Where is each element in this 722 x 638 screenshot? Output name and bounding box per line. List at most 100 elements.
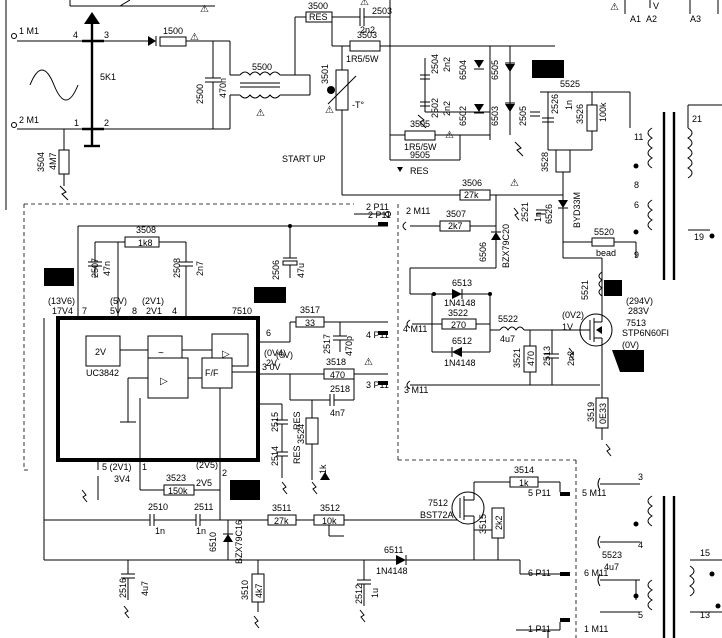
ac-sine-icon xyxy=(29,69,79,101)
ground-arrow-icon xyxy=(81,489,88,503)
d6506-value: BZX79C20 xyxy=(501,224,511,268)
pin1-number: 1 xyxy=(142,462,147,472)
pin-6m11: 6 M11 xyxy=(584,568,608,578)
top-right-connector: ⚠ V A1 A2 A3 xyxy=(610,0,719,24)
pin2-nominal: (2V5) xyxy=(196,460,218,470)
t7512-ref: 7512 xyxy=(428,498,448,508)
warning-symbol: ⚠ xyxy=(325,105,334,116)
input-filter: 1500 ⚠ 2500 470n 5500 ⚠ xyxy=(104,16,311,130)
optional-fet-7512: 7512 BST72A 3514 1k 3515 2k2 5 P11 5 M11… xyxy=(420,465,608,638)
r3507-value: 2k7 xyxy=(448,221,463,231)
ic-ref: 7510 xyxy=(232,306,252,316)
pin-2m1: 2 M1 xyxy=(19,115,39,125)
pin5-voltage2: 3V4 xyxy=(114,474,130,484)
r3514-value: 1k xyxy=(519,478,529,488)
l5500-ref: 5500 xyxy=(252,62,272,72)
ic-block-driver: ▷ xyxy=(222,349,230,360)
r3504-value: 4M7 xyxy=(48,152,58,170)
c2513-ref: 2513 xyxy=(542,346,552,366)
sk1-pin3: 3 xyxy=(104,30,109,40)
ic-supply: 3508 1k8 2507 47n 2508 2n7 2506 47u 2 P1… xyxy=(77,210,391,318)
ground-arrow-icon xyxy=(123,605,130,619)
c2518-ref: 2518 xyxy=(330,384,350,394)
ground-arrow-icon xyxy=(417,114,427,129)
l5525-ref: 5525 xyxy=(560,79,580,89)
l5523-value: 4u7 xyxy=(604,562,619,572)
ic-block-latch: F/F xyxy=(205,368,219,378)
ic-uc3842: (13V6) 17V4 7 (5V) 5V 8 (2V1) 2V1 4 7510… xyxy=(44,268,260,462)
r3503-value: 1R5/5W xyxy=(346,54,379,64)
c2526-ref: 2526 xyxy=(550,94,560,114)
d6511-value: 1N4148 xyxy=(376,566,408,576)
r3523-ref: 3523 xyxy=(166,473,186,483)
r3511-ref: 3511 xyxy=(272,503,291,513)
c2508-value: 2n7 xyxy=(195,261,205,276)
winding-5: 5 xyxy=(638,610,643,620)
l5522-ref: 5522 xyxy=(498,314,518,324)
winding-11: 11 xyxy=(634,132,643,142)
d6513-value: 1N4148 xyxy=(444,298,476,308)
r3528-ref: 3528 xyxy=(540,152,550,172)
t7513-value: STP6N60FI xyxy=(622,328,669,338)
c2502-value: 2n2 xyxy=(442,101,452,116)
c2505-ref: 2505 xyxy=(518,106,528,126)
d6506-ref: 6506 xyxy=(478,242,488,262)
r3500-value: RES xyxy=(309,12,328,22)
r3519-ref: 3519 xyxy=(586,402,596,422)
r3522-value: 270 xyxy=(451,320,466,330)
c2504-value: 2n2 xyxy=(442,57,452,72)
r3511-value: 27k xyxy=(274,516,289,526)
c2526-value: 1n xyxy=(564,100,574,110)
c2516-ref: 2516 xyxy=(118,578,128,598)
warning-symbol: ⚠ xyxy=(510,178,519,189)
ic-block-ref: 2V xyxy=(95,347,106,357)
c2506-value: 47u xyxy=(296,263,306,278)
r9505-ref: 9505 xyxy=(410,150,430,160)
ground-arrow-icon xyxy=(513,207,520,221)
winding-13: 13 xyxy=(700,610,710,620)
gate-network: 4 M11 6513 1N4148 3522 270 6512 1N4148 5… xyxy=(403,267,600,395)
winding-15: 15 xyxy=(700,548,710,558)
pin4-nominal: (2V1) xyxy=(142,296,164,306)
r3503-ref: 3503 xyxy=(357,30,377,40)
c2515-value: RES xyxy=(292,411,302,430)
ic-name: UC3842 xyxy=(86,368,119,378)
pin7-voltage: 17V4 xyxy=(52,306,73,316)
connector-v-label: V xyxy=(653,1,659,11)
pin4-voltage: 2V1 xyxy=(146,306,162,316)
r3521-ref: 3521 xyxy=(512,348,522,368)
pin6-voltage: 2V xyxy=(266,358,277,368)
r3518-ref: 3518 xyxy=(326,357,346,367)
connector-a1-label: A1 xyxy=(630,14,641,24)
c2511-value: 1n xyxy=(196,526,206,536)
sk1-pin1: 1 xyxy=(74,118,79,128)
r3510-ref: 3510 xyxy=(240,580,250,600)
r3500-ref: 3500 xyxy=(308,1,328,11)
pin-2p11-b: 2 P11 xyxy=(368,210,391,220)
pin-4m11: 4 M11 xyxy=(403,324,427,334)
source-nominal: (0V) xyxy=(622,340,639,350)
winding-3: 3 xyxy=(638,472,643,482)
r3526-value: 100k xyxy=(598,102,608,122)
d6513-ref: 6513 xyxy=(452,278,472,288)
pin-5m11: 5 M11 xyxy=(582,488,606,498)
winding-19: 19 xyxy=(694,232,704,242)
d6526-value: BYD33M xyxy=(572,192,582,228)
pin2-voltage: 2V5 xyxy=(196,478,212,488)
r3521-value: 470 xyxy=(526,351,536,366)
winding-21: 21 xyxy=(692,114,702,124)
bulk-capacitor-section: 2505 2526 1n 3526 100k 5525 3528 xyxy=(518,60,630,185)
t7513-ref: 7513 xyxy=(626,318,646,328)
c2511-ref: 2511 xyxy=(194,502,213,512)
r3510-value: 4k7 xyxy=(254,583,264,598)
r3517-ref: 3517 xyxy=(300,305,320,315)
warning-symbol: ⚠ xyxy=(445,130,454,141)
r3505-ref: 3505 xyxy=(410,119,430,129)
connector-a3-label: A3 xyxy=(690,14,701,24)
pin8-voltage: 5V xyxy=(110,306,121,316)
c2507-value: 47n xyxy=(102,261,112,276)
c2512-ref: 2512 xyxy=(354,584,364,604)
pin-3p11: 3 P11 xyxy=(366,380,389,390)
c2504-ref: 2504 xyxy=(430,54,440,74)
d6510-value: BZX79C16 xyxy=(234,520,244,564)
